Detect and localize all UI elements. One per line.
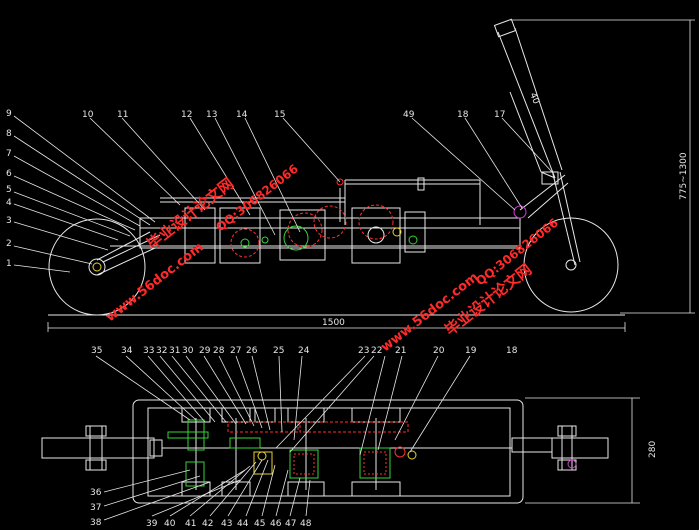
label-47: 47 xyxy=(285,519,296,529)
label-32: 32 xyxy=(156,346,167,356)
label-45: 45 xyxy=(254,519,265,529)
label-35: 35 xyxy=(91,346,102,356)
side-gears xyxy=(230,178,418,258)
label-18-plan: 18 xyxy=(506,346,518,356)
label-20: 20 xyxy=(433,346,445,356)
label-43: 43 xyxy=(221,519,232,529)
label-15: 15 xyxy=(274,110,285,120)
label-33: 33 xyxy=(143,346,154,356)
side-leaders xyxy=(13,115,553,273)
handlebar-grip xyxy=(493,18,517,38)
label-3: 3 xyxy=(6,216,12,226)
label-6a: 6 xyxy=(6,169,12,179)
label-46: 46 xyxy=(270,519,282,529)
label-25: 25 xyxy=(273,346,284,356)
label-49: 49 xyxy=(403,110,415,120)
height-dimension: 775~1300 xyxy=(679,152,689,200)
label-37: 37 xyxy=(90,503,101,513)
plan-leaders xyxy=(95,355,471,521)
label-24: 24 xyxy=(298,346,310,356)
plan-dimensions xyxy=(525,397,640,504)
label-36: 36 xyxy=(90,488,102,498)
label-7: 7 xyxy=(6,149,12,159)
label-29: 29 xyxy=(199,346,211,356)
label-handle-40: 40 xyxy=(527,91,541,106)
label-11: 11 xyxy=(117,110,128,120)
label-34: 34 xyxy=(121,346,133,356)
label-48: 48 xyxy=(300,519,312,529)
label-12: 12 xyxy=(181,110,192,120)
label-31: 31 xyxy=(169,346,180,356)
label-19: 19 xyxy=(465,346,477,356)
label-41: 41 xyxy=(185,519,196,529)
label-17: 17 xyxy=(494,110,505,120)
plan-labels-left: 36 37 38 xyxy=(90,488,102,528)
width-dimension: 280 xyxy=(648,441,658,458)
side-labels-top: 10 11 12 13 14 15 49 18 17 40 xyxy=(82,91,541,120)
label-39: 39 xyxy=(146,519,158,529)
label-14: 14 xyxy=(236,110,248,120)
label-40: 40 xyxy=(164,519,176,529)
label-38: 38 xyxy=(90,518,102,528)
label-13: 13 xyxy=(206,110,217,120)
label-9: 9 xyxy=(6,109,12,119)
label-5: 5 xyxy=(6,185,12,195)
label-2: 2 xyxy=(6,239,12,249)
label-22: 22 xyxy=(371,346,382,356)
plan-gears xyxy=(167,419,577,487)
label-4: 4 xyxy=(6,198,12,208)
label-1: 1 xyxy=(6,259,12,269)
length-dimension: 1500 xyxy=(322,318,345,328)
label-27: 27 xyxy=(230,346,241,356)
label-42: 42 xyxy=(202,519,213,529)
label-28: 28 xyxy=(213,346,225,356)
steering-column xyxy=(497,31,556,179)
front-wheel xyxy=(523,217,619,313)
side-dimensions xyxy=(47,19,695,332)
label-18-side: 18 xyxy=(457,110,469,120)
plan-labels-top: 35 34 33 32 31 30 29 28 27 26 25 24 23 2… xyxy=(91,346,518,356)
label-23: 23 xyxy=(358,346,369,356)
deck-frame xyxy=(139,217,521,249)
label-30: 30 xyxy=(182,346,194,356)
label-26: 26 xyxy=(246,346,258,356)
plan-labels-bottom: 39 40 41 42 43 44 45 46 47 48 xyxy=(146,519,312,529)
side-view xyxy=(48,18,625,316)
label-8: 8 xyxy=(6,129,12,139)
label-21: 21 xyxy=(395,346,406,356)
side-labels-left: 9 8 7 6 5 4 3 2 1 xyxy=(6,109,12,269)
label-10: 10 xyxy=(82,110,94,120)
label-44: 44 xyxy=(237,519,249,529)
